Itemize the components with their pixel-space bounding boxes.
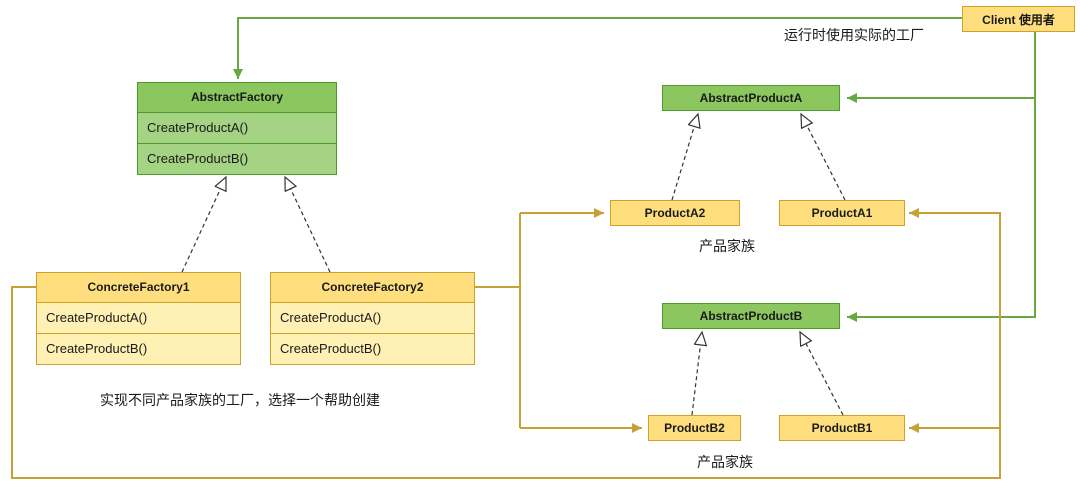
client-label: Client 使用者 — [982, 12, 1055, 27]
product-a1-inherits-line — [801, 114, 846, 201]
concrete-factory2-method-b: CreateProductB() — [271, 333, 474, 364]
abstract-product-a-box: AbstractProductA — [662, 85, 840, 111]
client-box: Client 使用者 — [962, 6, 1075, 32]
factory2-inherits-abstract-factory-line — [285, 177, 331, 273]
abstract-product-a-label: AbstractProductA — [699, 91, 803, 105]
product-family-b-note: 产品家族 — [697, 454, 753, 470]
product-a2-inherits-line — [671, 114, 698, 201]
abstract-factory-title: AbstractFactory — [138, 83, 336, 112]
product-b1-label: ProductB1 — [811, 421, 873, 435]
concrete-factory2-title: ConcreteFactory2 — [271, 273, 474, 302]
concrete-factory2-class-box: ConcreteFactory2 CreateProductA() Create… — [270, 272, 475, 365]
product-b2-label: ProductB2 — [664, 421, 725, 435]
product-a2-box: ProductA2 — [610, 200, 740, 226]
runtime-note: 运行时使用实际的工厂 — [784, 27, 924, 43]
product-a1-box: ProductA1 — [779, 200, 905, 226]
product-b2-box: ProductB2 — [648, 415, 741, 441]
client-to-abstract-product-b-line — [847, 32, 1036, 322]
abstract-product-b-label: AbstractProductB — [699, 309, 803, 323]
factory1-inherits-abstract-factory-line — [181, 177, 226, 273]
abstract-factory-class-box: AbstractFactory CreateProductA() CreateP… — [137, 82, 337, 175]
product-a1-label: ProductA1 — [811, 206, 873, 220]
product-a2-label: ProductA2 — [644, 206, 706, 220]
abstract-factory-method-a: CreateProductA() — [138, 112, 336, 143]
concrete-factory1-method-a: CreateProductA() — [37, 302, 240, 333]
factory-hint-note: 实现不同产品家族的工厂，选择一个帮助创建 — [100, 392, 380, 408]
product-b2-inherits-line — [691, 332, 702, 416]
product-family-a-note: 产品家族 — [699, 238, 755, 254]
abstract-factory-method-b: CreateProductB() — [138, 143, 336, 174]
product-b1-inherits-line — [800, 332, 844, 416]
concrete-factory1-class-box: ConcreteFactory1 CreateProductA() Create… — [36, 272, 241, 365]
concrete-factory2-method-a: CreateProductA() — [271, 302, 474, 333]
product-b1-box: ProductB1 — [779, 415, 905, 441]
concrete-factory1-method-b: CreateProductB() — [37, 333, 240, 364]
concrete-factory1-title: ConcreteFactory1 — [37, 273, 240, 302]
abstract-product-b-box: AbstractProductB — [662, 303, 840, 329]
